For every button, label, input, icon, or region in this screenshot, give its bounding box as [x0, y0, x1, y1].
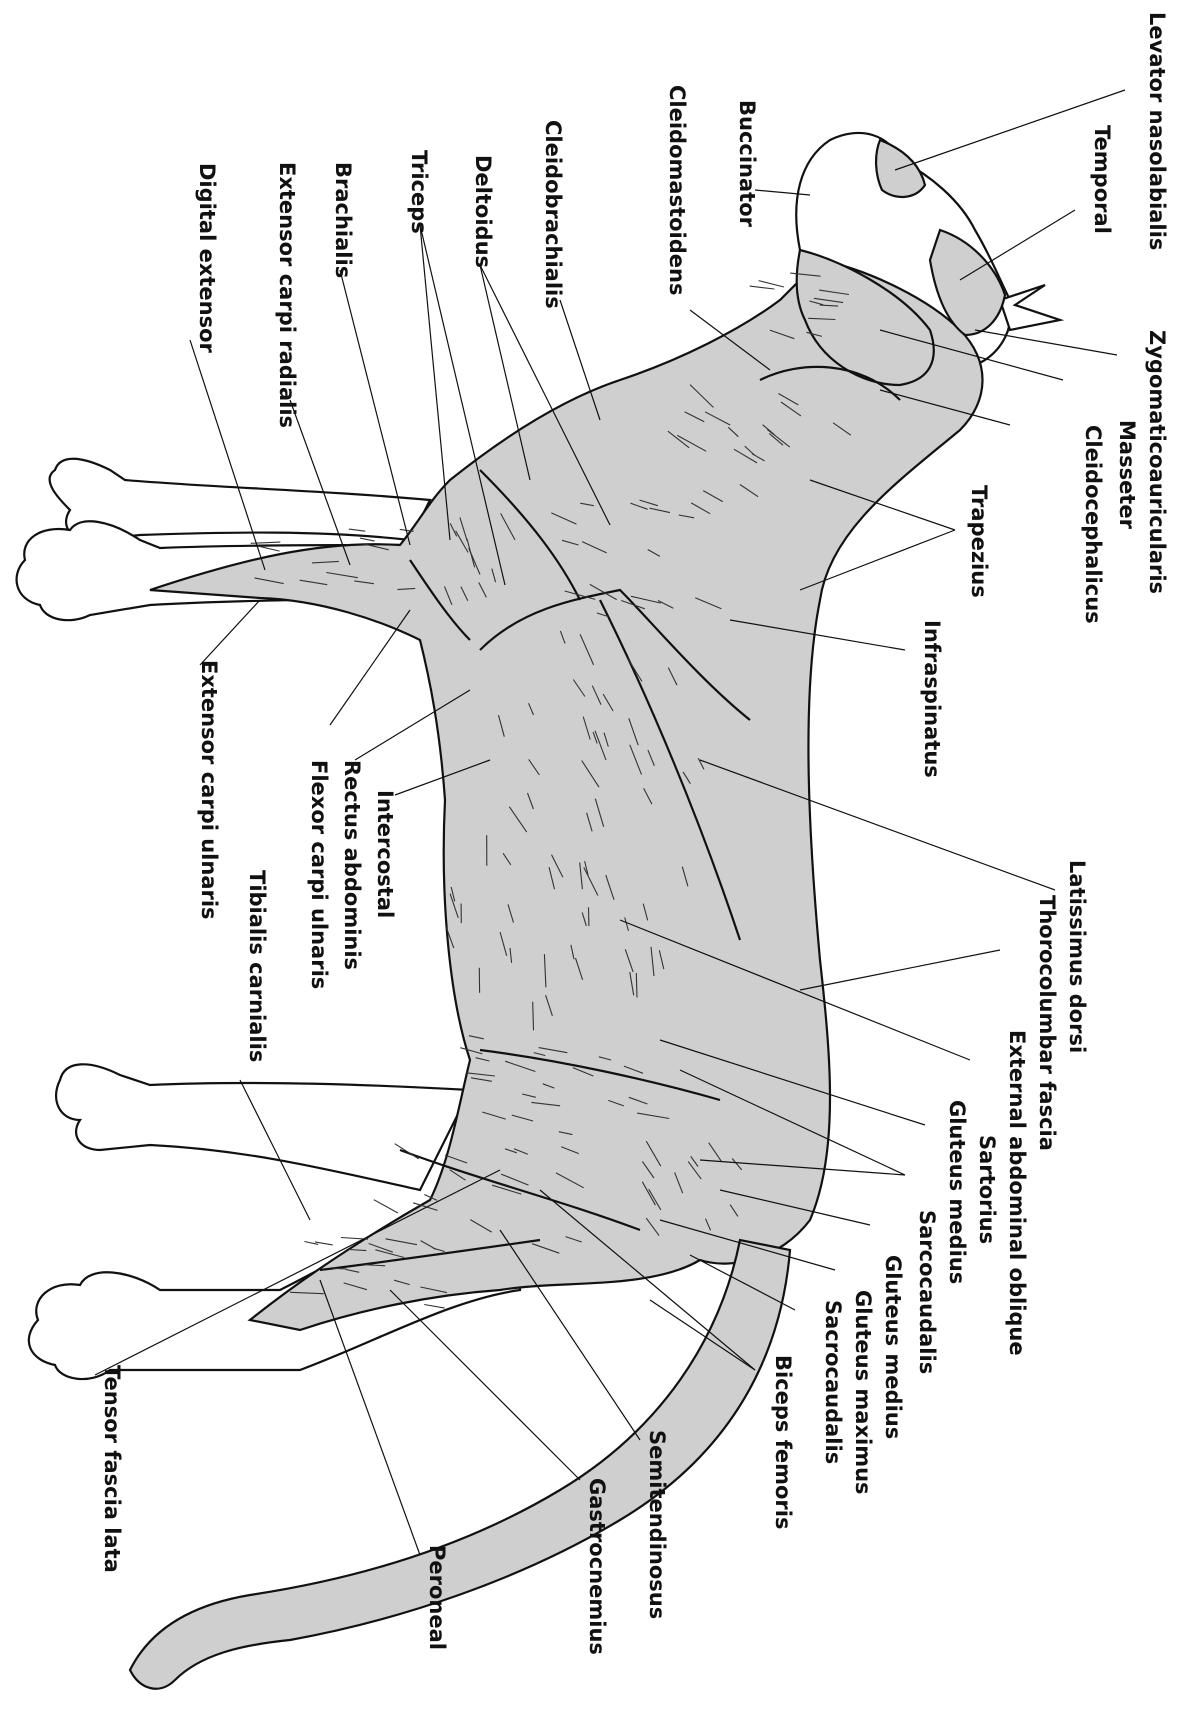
label-triceps: Triceps	[407, 150, 431, 234]
label-gluteus-medius: Gluteus medius	[881, 1255, 905, 1439]
leader-triceps-a	[420, 225, 450, 540]
label-rectus-abdominis: Rectus abdominis	[340, 760, 364, 970]
label-trapezius: Trapezius	[967, 485, 991, 598]
label-extensor-carpi-radialis: Extensor carpi radialis	[275, 162, 299, 428]
label-brachialis: Brachialis	[331, 162, 355, 278]
label-flexor-carpi-ulnaris: Flexor carpi ulnaris	[307, 760, 331, 989]
label-sarcocaudalis: Sarcocaudalis	[915, 1210, 939, 1374]
leader-thorocolumbar-fascia	[800, 950, 1000, 990]
label-peroneal: Peroneal	[425, 1545, 449, 1650]
leader-gastrocnemius	[390, 1290, 580, 1480]
label-cleidomastoidens: Cleidomastoidens	[665, 85, 689, 295]
label-sartorius: Sartorius	[975, 1135, 999, 1244]
label-sacrocaudalis: Sacrocaudalis	[821, 1300, 845, 1464]
label-digital-extensor: Digital extensor	[195, 163, 219, 354]
label-masseter: Masseter	[1115, 420, 1139, 530]
label-buccinator: Buccinator	[735, 100, 759, 228]
label-gluteus-medius-right: Gluteus medius	[945, 1100, 969, 1284]
label-cleidocephalicus: Cleidocephalicus	[1081, 425, 1105, 624]
fiber-stroke	[360, 538, 375, 541]
label-thorocolumbar-fascia: Thorocolumbar fascia	[1035, 895, 1059, 1151]
label-biceps-femoris: Biceps femoris	[771, 1355, 795, 1529]
fiber-stroke	[333, 1268, 347, 1269]
label-gastrocnemius: Gastrocnemius	[585, 1478, 609, 1655]
body-muscle-region	[150, 260, 983, 1330]
label-gluteus-maximus: Gluteus maximus	[851, 1290, 875, 1495]
label-tibialis-carnialis: Tibialis carnialis	[245, 870, 269, 1062]
label-levator-nasolabialis: Levator nasolabialis	[1145, 12, 1169, 250]
label-extensor-carpi-ulnaris: Extensor carpi ulnaris	[197, 660, 221, 920]
leader-flexor-carpi-ulnaris	[330, 610, 410, 725]
label-infraspinatus: Infraspinatus	[920, 620, 944, 778]
fiber-stroke	[374, 1200, 398, 1213]
label-temporal: Temporal	[1090, 125, 1114, 234]
fiber-stroke	[759, 281, 784, 287]
label-cleidobrachialis: Cleidobrachialis	[541, 120, 565, 309]
label-tensor-fascia-lata: Tensor fascia lata	[100, 1365, 124, 1573]
label-deltoidus: Deltoidus	[471, 155, 495, 268]
label-semitendinosus: Semitendinosus	[645, 1430, 669, 1619]
ear	[1000, 285, 1060, 330]
leader-digital-extensor	[190, 340, 265, 570]
fiber-stroke	[251, 542, 281, 543]
fiber-stroke	[750, 286, 775, 289]
label-intercostal: Intercostal	[373, 790, 397, 918]
label-latissimus-dorsi: Latissimus dorsi	[1065, 860, 1089, 1053]
label-zygomaticoauricularis: Zygomaticoauricularis	[1145, 330, 1169, 594]
fiber-stroke	[636, 973, 637, 998]
label-external-abdominal-oblique: External abdominal oblique	[1005, 1030, 1029, 1356]
leader-extensor-carpi-ulnaris	[200, 600, 260, 665]
